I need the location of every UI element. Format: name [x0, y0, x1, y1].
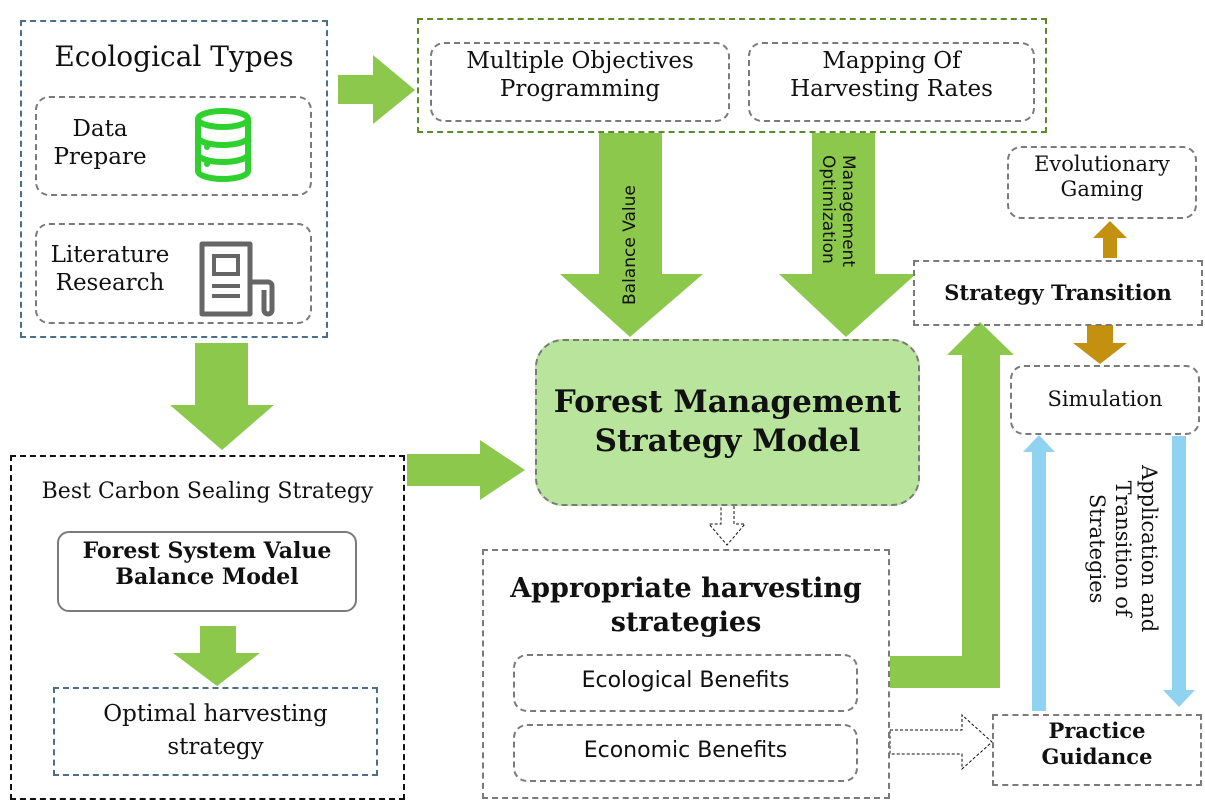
multiple-objectives-label: Multiple Objectives Programming — [466, 48, 694, 102]
evolutionary-gaming-box — [1007, 146, 1197, 219]
management-optimization-label: Management Optimization — [818, 155, 858, 267]
arrow-model-to-harvest — [707, 503, 747, 546]
arrow-harvest-to-practice — [889, 713, 993, 771]
arrow-blue-up — [1023, 435, 1055, 711]
literature-research-box — [35, 223, 312, 324]
practice-guidance-label: Practice Guidance — [1041, 718, 1153, 770]
simulation-box — [1010, 365, 1200, 435]
evolutionary-gaming-label: Evolutionary Gaming — [1034, 152, 1170, 202]
ecological-types-title: Ecological Types — [54, 40, 294, 73]
multiple-objectives-box — [430, 42, 730, 122]
mapping-harvesting-box — [748, 42, 1035, 122]
arrow-balance-to-optimal — [173, 626, 260, 686]
forest-management-model-box — [535, 339, 920, 506]
arrow-carbon-to-model — [407, 440, 525, 500]
strategy-transition-box — [913, 260, 1203, 326]
economic-benefits-label: Economic Benefits — [583, 738, 788, 763]
data-prepare-label: Data Prepare — [53, 116, 147, 170]
forest-management-model-label: Forest Management Strategy Model — [553, 384, 902, 459]
optimal-harvesting-label: Optimal harvesting strategy — [103, 701, 328, 761]
ecological-benefits-label: Ecological Benefits — [581, 668, 790, 693]
carbon-strategy-title: Best Carbon Sealing Strategy — [41, 479, 374, 504]
arrow-blue-down — [1163, 436, 1195, 707]
arrow-eco-to-top — [338, 55, 415, 124]
optimization-methods-group — [417, 18, 1047, 133]
arrow-management-optimization — [779, 133, 916, 337]
newspaper-icon — [199, 241, 275, 317]
mapping-harvesting-label: Mapping Of Harvesting Rates — [790, 48, 993, 102]
optimal-harvesting-box — [53, 687, 378, 776]
practice-guidance-box — [992, 714, 1202, 786]
balance-model-box — [57, 531, 357, 612]
strategy-transition-label: Strategy Transition — [944, 280, 1172, 305]
balance-model-label: Forest System Value Balance Model — [82, 538, 332, 591]
ecological-benefits-box — [513, 654, 858, 712]
simulation-label: Simulation — [1047, 387, 1163, 411]
harvesting-strategies-title: Appropriate harvesting strategies — [510, 573, 862, 638]
arrow-balance-value — [560, 133, 703, 337]
database-icon — [195, 108, 251, 182]
application-transition-label: Application and Transition of Strategies — [1085, 465, 1161, 633]
arrow-gold-up — [1093, 221, 1127, 258]
arrow-harvest-to-transition — [890, 322, 1014, 688]
economic-benefits-box — [513, 724, 858, 782]
literature-research-label: Literature Research — [50, 242, 170, 296]
arrow-gold-down — [1073, 325, 1127, 364]
data-prepare-box — [35, 96, 312, 196]
balance-value-label: Balance Value — [620, 185, 640, 305]
arrow-eco-to-carbon — [170, 343, 274, 450]
ecological-types-group — [20, 20, 328, 338]
